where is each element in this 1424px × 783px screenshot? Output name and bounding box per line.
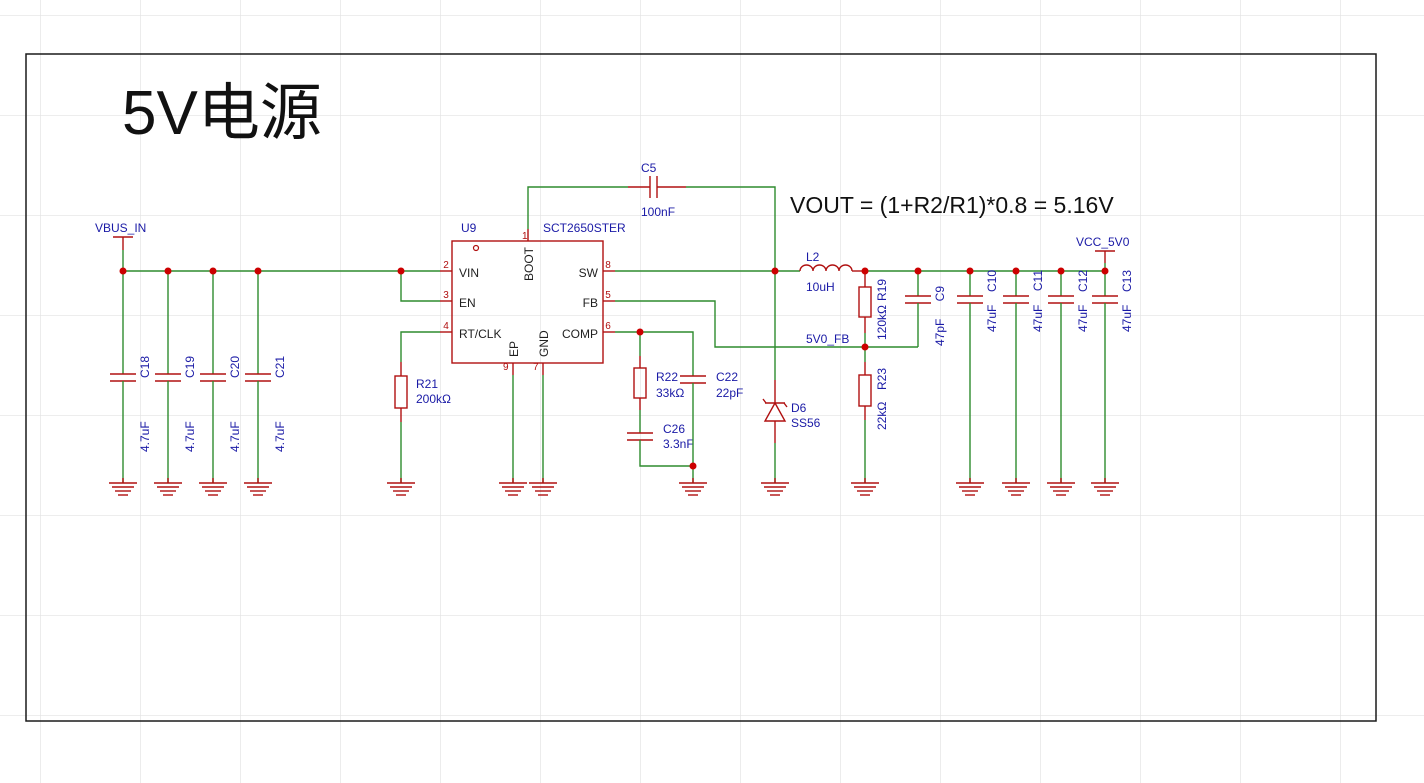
svg-text:FB: FB xyxy=(583,296,598,310)
capacitor-c13[interactable]: C13 47uF xyxy=(1090,270,1134,496)
svg-text:200kΩ: 200kΩ xyxy=(416,392,451,406)
svg-text:COMP: COMP xyxy=(562,327,598,341)
svg-text:22pF: 22pF xyxy=(716,386,743,400)
svg-text:6: 6 xyxy=(605,321,611,332)
svg-text:4.7uF: 4.7uF xyxy=(183,421,197,452)
svg-text:L2: L2 xyxy=(806,250,820,264)
capacitor-c20[interactable]: C20 4.7uF xyxy=(198,271,242,496)
svg-text:3: 3 xyxy=(443,290,449,301)
svg-text:10uH: 10uH xyxy=(806,280,835,294)
resistor-r21[interactable]: R21 200kΩ xyxy=(386,331,451,496)
svg-text:C13: C13 xyxy=(1120,270,1134,292)
capacitor-c12[interactable]: C12 47uF xyxy=(1046,270,1090,496)
svg-text:9: 9 xyxy=(503,362,509,373)
capacitor-c9[interactable]: C9 47pF xyxy=(905,271,947,347)
svg-text:C5: C5 xyxy=(641,161,657,175)
capacitor-c21[interactable]: C21 4.7uF xyxy=(243,271,287,496)
svg-text:EP: EP xyxy=(507,341,521,357)
sheet-frame xyxy=(25,53,1377,722)
svg-text:R21: R21 xyxy=(416,377,438,391)
svg-text:C9: C9 xyxy=(933,286,947,302)
svg-text:BOOT: BOOT xyxy=(522,246,536,281)
ic-u9[interactable]: U9 SCT2650STER 2 3 4 8 5 6 1 9 7 VIN EN … xyxy=(440,221,626,375)
svg-text:C21: C21 xyxy=(273,356,287,378)
svg-text:R19: R19 xyxy=(875,279,889,301)
svg-text:7: 7 xyxy=(533,362,539,373)
capacitor-c5[interactable]: C5 100nF xyxy=(527,161,776,271)
svg-text:4.7uF: 4.7uF xyxy=(228,421,242,452)
svg-text:C11: C11 xyxy=(1031,270,1045,291)
svg-text:47uF: 47uF xyxy=(1120,305,1134,332)
sheet-title: 5V电源 xyxy=(122,79,322,148)
svg-text:D6: D6 xyxy=(791,401,807,415)
svg-text:47pF: 47pF xyxy=(933,319,947,346)
svg-text:8: 8 xyxy=(605,260,611,271)
svg-text:RT/CLK: RT/CLK xyxy=(459,327,501,341)
svg-text:5: 5 xyxy=(605,290,611,301)
svg-text:R23: R23 xyxy=(875,368,889,390)
vbus-in-label: VBUS_IN xyxy=(95,221,146,235)
fb-net-label: 5V0_FB xyxy=(806,332,849,346)
svg-text:4: 4 xyxy=(443,321,449,332)
vbus-in-port: VBUS_IN xyxy=(95,221,146,250)
svg-text:VIN: VIN xyxy=(459,266,479,280)
diode-d6[interactable]: D6 SS56 xyxy=(760,271,821,496)
svg-text:33kΩ: 33kΩ xyxy=(656,386,684,400)
svg-text:EN: EN xyxy=(459,296,476,310)
resistor-r22[interactable]: R22 33kΩ xyxy=(633,332,684,433)
svg-text:U9: U9 xyxy=(461,221,477,235)
svg-text:3.3nF: 3.3nF xyxy=(663,437,694,451)
capacitor-c11[interactable]: C11 47uF xyxy=(1001,270,1045,496)
svg-text:C26: C26 xyxy=(663,422,685,436)
junctions xyxy=(119,267,1109,470)
svg-text:47uF: 47uF xyxy=(985,305,999,332)
fb-net-wire xyxy=(615,300,918,348)
svg-text:R22: R22 xyxy=(656,370,678,384)
svg-text:SCT2650STER: SCT2650STER xyxy=(543,221,626,235)
capacitor-c18[interactable]: C18 4.7uF xyxy=(108,271,152,496)
svg-text:120kΩ: 120kΩ xyxy=(875,305,889,340)
svg-text:100nF: 100nF xyxy=(641,205,675,219)
svg-text:C22: C22 xyxy=(716,370,738,384)
svg-text:SS56: SS56 xyxy=(791,416,821,430)
svg-text:47uF: 47uF xyxy=(1031,305,1045,332)
svg-text:C12: C12 xyxy=(1076,270,1090,292)
vcc-5v0-label: VCC_5V0 xyxy=(1076,235,1130,249)
svg-text:C20: C20 xyxy=(228,356,242,378)
vout-formula: VOUT = (1+R2/R1)*0.8 = 5.16V xyxy=(790,192,1114,218)
svg-text:C19: C19 xyxy=(183,356,197,378)
svg-text:4.7uF: 4.7uF xyxy=(273,421,287,452)
svg-text:22kΩ: 22kΩ xyxy=(875,402,889,430)
svg-text:1: 1 xyxy=(522,231,528,242)
svg-text:SW: SW xyxy=(579,266,599,280)
svg-text:2: 2 xyxy=(443,260,449,271)
capacitor-c19[interactable]: C19 4.7uF xyxy=(153,271,197,496)
capacitor-c22[interactable]: C22 22pF xyxy=(678,362,743,496)
svg-text:GND: GND xyxy=(537,330,551,357)
svg-text:C18: C18 xyxy=(138,356,152,378)
svg-text:47uF: 47uF xyxy=(1076,305,1090,332)
capacitor-c10[interactable]: C10 47uF xyxy=(955,270,999,496)
capacitor-c26[interactable]: C26 3.3nF xyxy=(627,422,694,467)
svg-text:C10: C10 xyxy=(985,270,999,292)
svg-text:4.7uF: 4.7uF xyxy=(138,421,152,452)
inductor-l2[interactable]: L2 10uH xyxy=(799,250,865,294)
